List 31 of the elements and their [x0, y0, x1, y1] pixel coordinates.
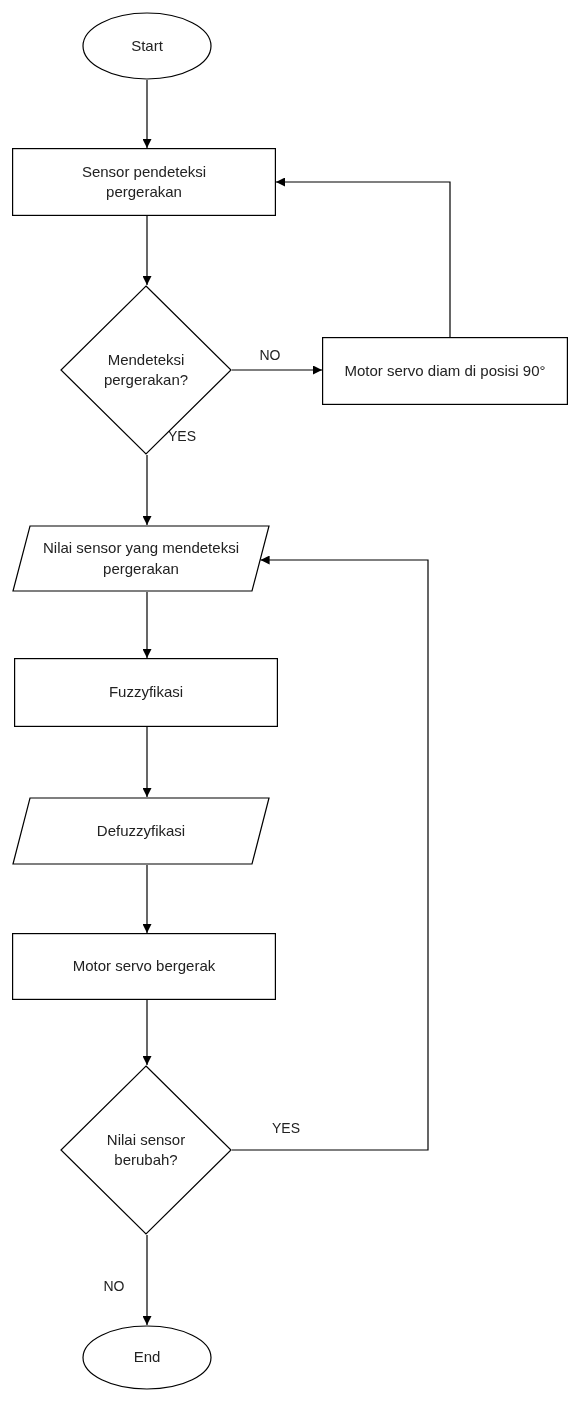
- arrow: [142, 864, 152, 934]
- data-parallelogram: [12, 797, 270, 865]
- terminal-oval: [82, 1325, 212, 1390]
- node-label: Sensor pendeteksi pergerakan: [80, 161, 208, 202]
- arrow: [142, 79, 152, 149]
- process-box: [14, 658, 278, 727]
- arrow: [142, 454, 152, 526]
- node-label: End: [133, 1347, 161, 1368]
- arrow: [142, 215, 152, 286]
- process-box: [12, 933, 276, 1000]
- arrow: [142, 999, 152, 1066]
- node-label: Nilai sensor berubah?: [105, 1129, 187, 1170]
- decision-diamond: [60, 1065, 232, 1235]
- arrow: [142, 1234, 152, 1326]
- arrow: [142, 591, 152, 659]
- node-label: Motor servo bergerak: [72, 956, 216, 977]
- node-label: Motor servo diam di posisi 90°: [344, 360, 546, 381]
- arrow: [231, 365, 323, 375]
- data-parallelogram: [12, 525, 270, 592]
- node-label: Fuzzyfikasi: [108, 682, 184, 703]
- decision-diamond: [60, 285, 232, 455]
- terminal-oval: [82, 12, 212, 80]
- process-box: [322, 337, 568, 405]
- process-box: [12, 148, 276, 216]
- arrow: [231, 555, 429, 1151]
- node-label: Nilai sensor yang mendeteksi pergerakan: [42, 538, 240, 579]
- node-label: Start: [131, 35, 163, 56]
- node-label: Defuzzyfikasi: [96, 820, 186, 841]
- arrow: [275, 177, 451, 338]
- node-label: Mendeteksi pergerakan?: [102, 349, 190, 390]
- arrow: [142, 726, 152, 798]
